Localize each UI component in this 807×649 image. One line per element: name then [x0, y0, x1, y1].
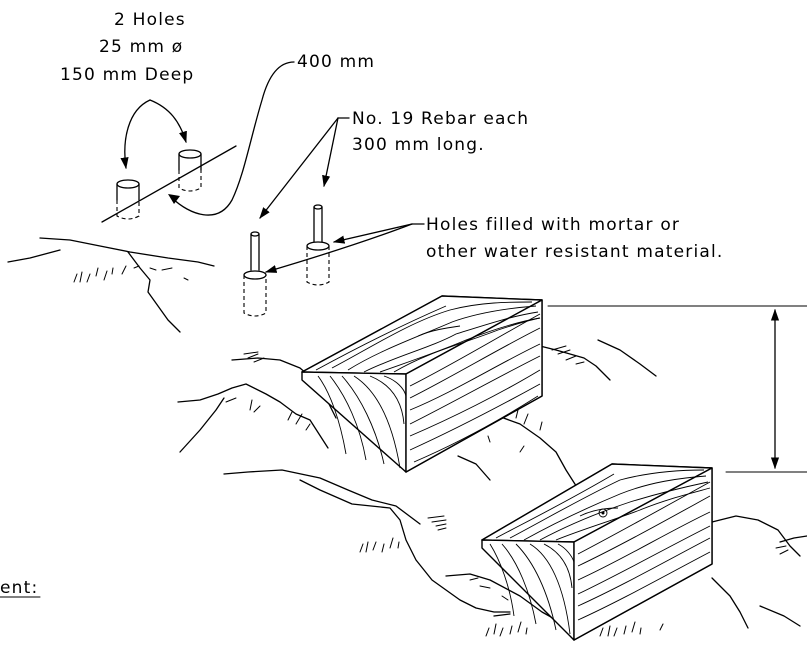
rebar-note-line1: No. 19 Rebar each	[352, 109, 529, 129]
holes-note-line2: 25 mm ø	[99, 37, 183, 57]
terrain-lines	[7, 237, 807, 637]
holes-leaders	[120, 99, 187, 170]
filled-note-line2: other water resistant material.	[426, 242, 724, 262]
rebar-leaders	[259, 117, 350, 219]
lower-end-grain	[489, 543, 575, 635]
knot-icon	[598, 508, 608, 518]
filled-note-line1: Holes filled with mortar or	[426, 215, 680, 235]
upper-side-grain	[409, 313, 541, 463]
lower-side-grain	[577, 481, 711, 621]
drilled-hole-right	[178, 149, 202, 192]
timber-block-upper	[301, 295, 543, 473]
filled-leaders	[264, 223, 425, 273]
cutoff-label: ent:	[0, 578, 38, 598]
height-dimension	[547, 305, 807, 473]
upper-end-grain	[317, 375, 407, 469]
holes-note-line3: 150 mm Deep	[60, 65, 194, 85]
rebar-note-line2: 300 mm long.	[352, 135, 485, 155]
rebar-pin-right	[306, 204, 330, 286]
timber-block-lower	[481, 463, 713, 641]
drilled-hole-left	[116, 179, 140, 220]
holes-note-line1: 2 Holes	[114, 10, 186, 30]
spacing-leader	[101, 61, 295, 223]
rebar-pin-left	[243, 231, 267, 317]
spacing-note: 400 mm	[297, 52, 375, 72]
upper-top-grain	[315, 301, 541, 373]
